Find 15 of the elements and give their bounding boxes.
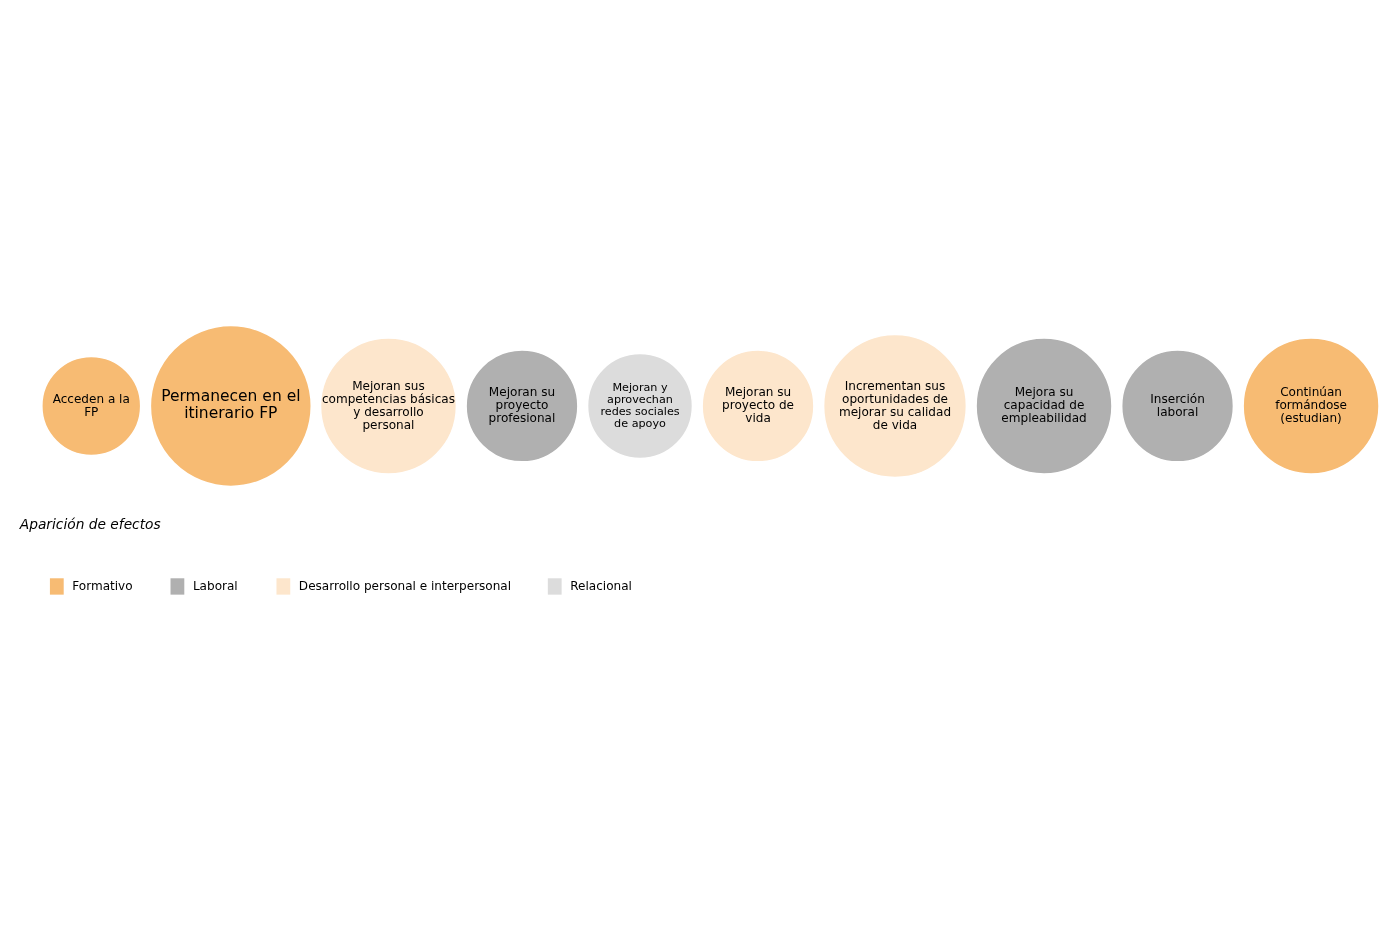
node-circle: Mejoran su proyecto profesional — [465, 349, 579, 463]
label: Aparición de efectos — [19, 516, 161, 533]
node-circle: Continúan formándose (estudian) — [1242, 337, 1380, 475]
node-circle: Acceden a la FP — [40, 355, 142, 457]
node-circle: Inserción laboral — [1120, 349, 1235, 463]
node-circle: Incrementan sus oportunidades de mejorar su calidad de vida — [822, 333, 968, 479]
node-circle: Permanecen en el itinerario FP — [149, 324, 313, 488]
legend-label: Relacional — [570, 578, 632, 593]
node-circle: Mejora su capacidad de empleabilidad — [975, 337, 1113, 475]
legend-label: Desarrollo personal e interpersonal — [298, 578, 512, 593]
node-circle: Mejoran y aprovechan redes sociales de apoyo — [586, 352, 694, 460]
node-circle: Mejoran sus competencias básicas y desarrollo personal — [319, 337, 458, 475]
legend-label: Laboral — [192, 578, 238, 593]
node-circle: Mejoran su proyecto de vida — [701, 349, 815, 463]
legend-label: Formativo — [72, 578, 133, 593]
